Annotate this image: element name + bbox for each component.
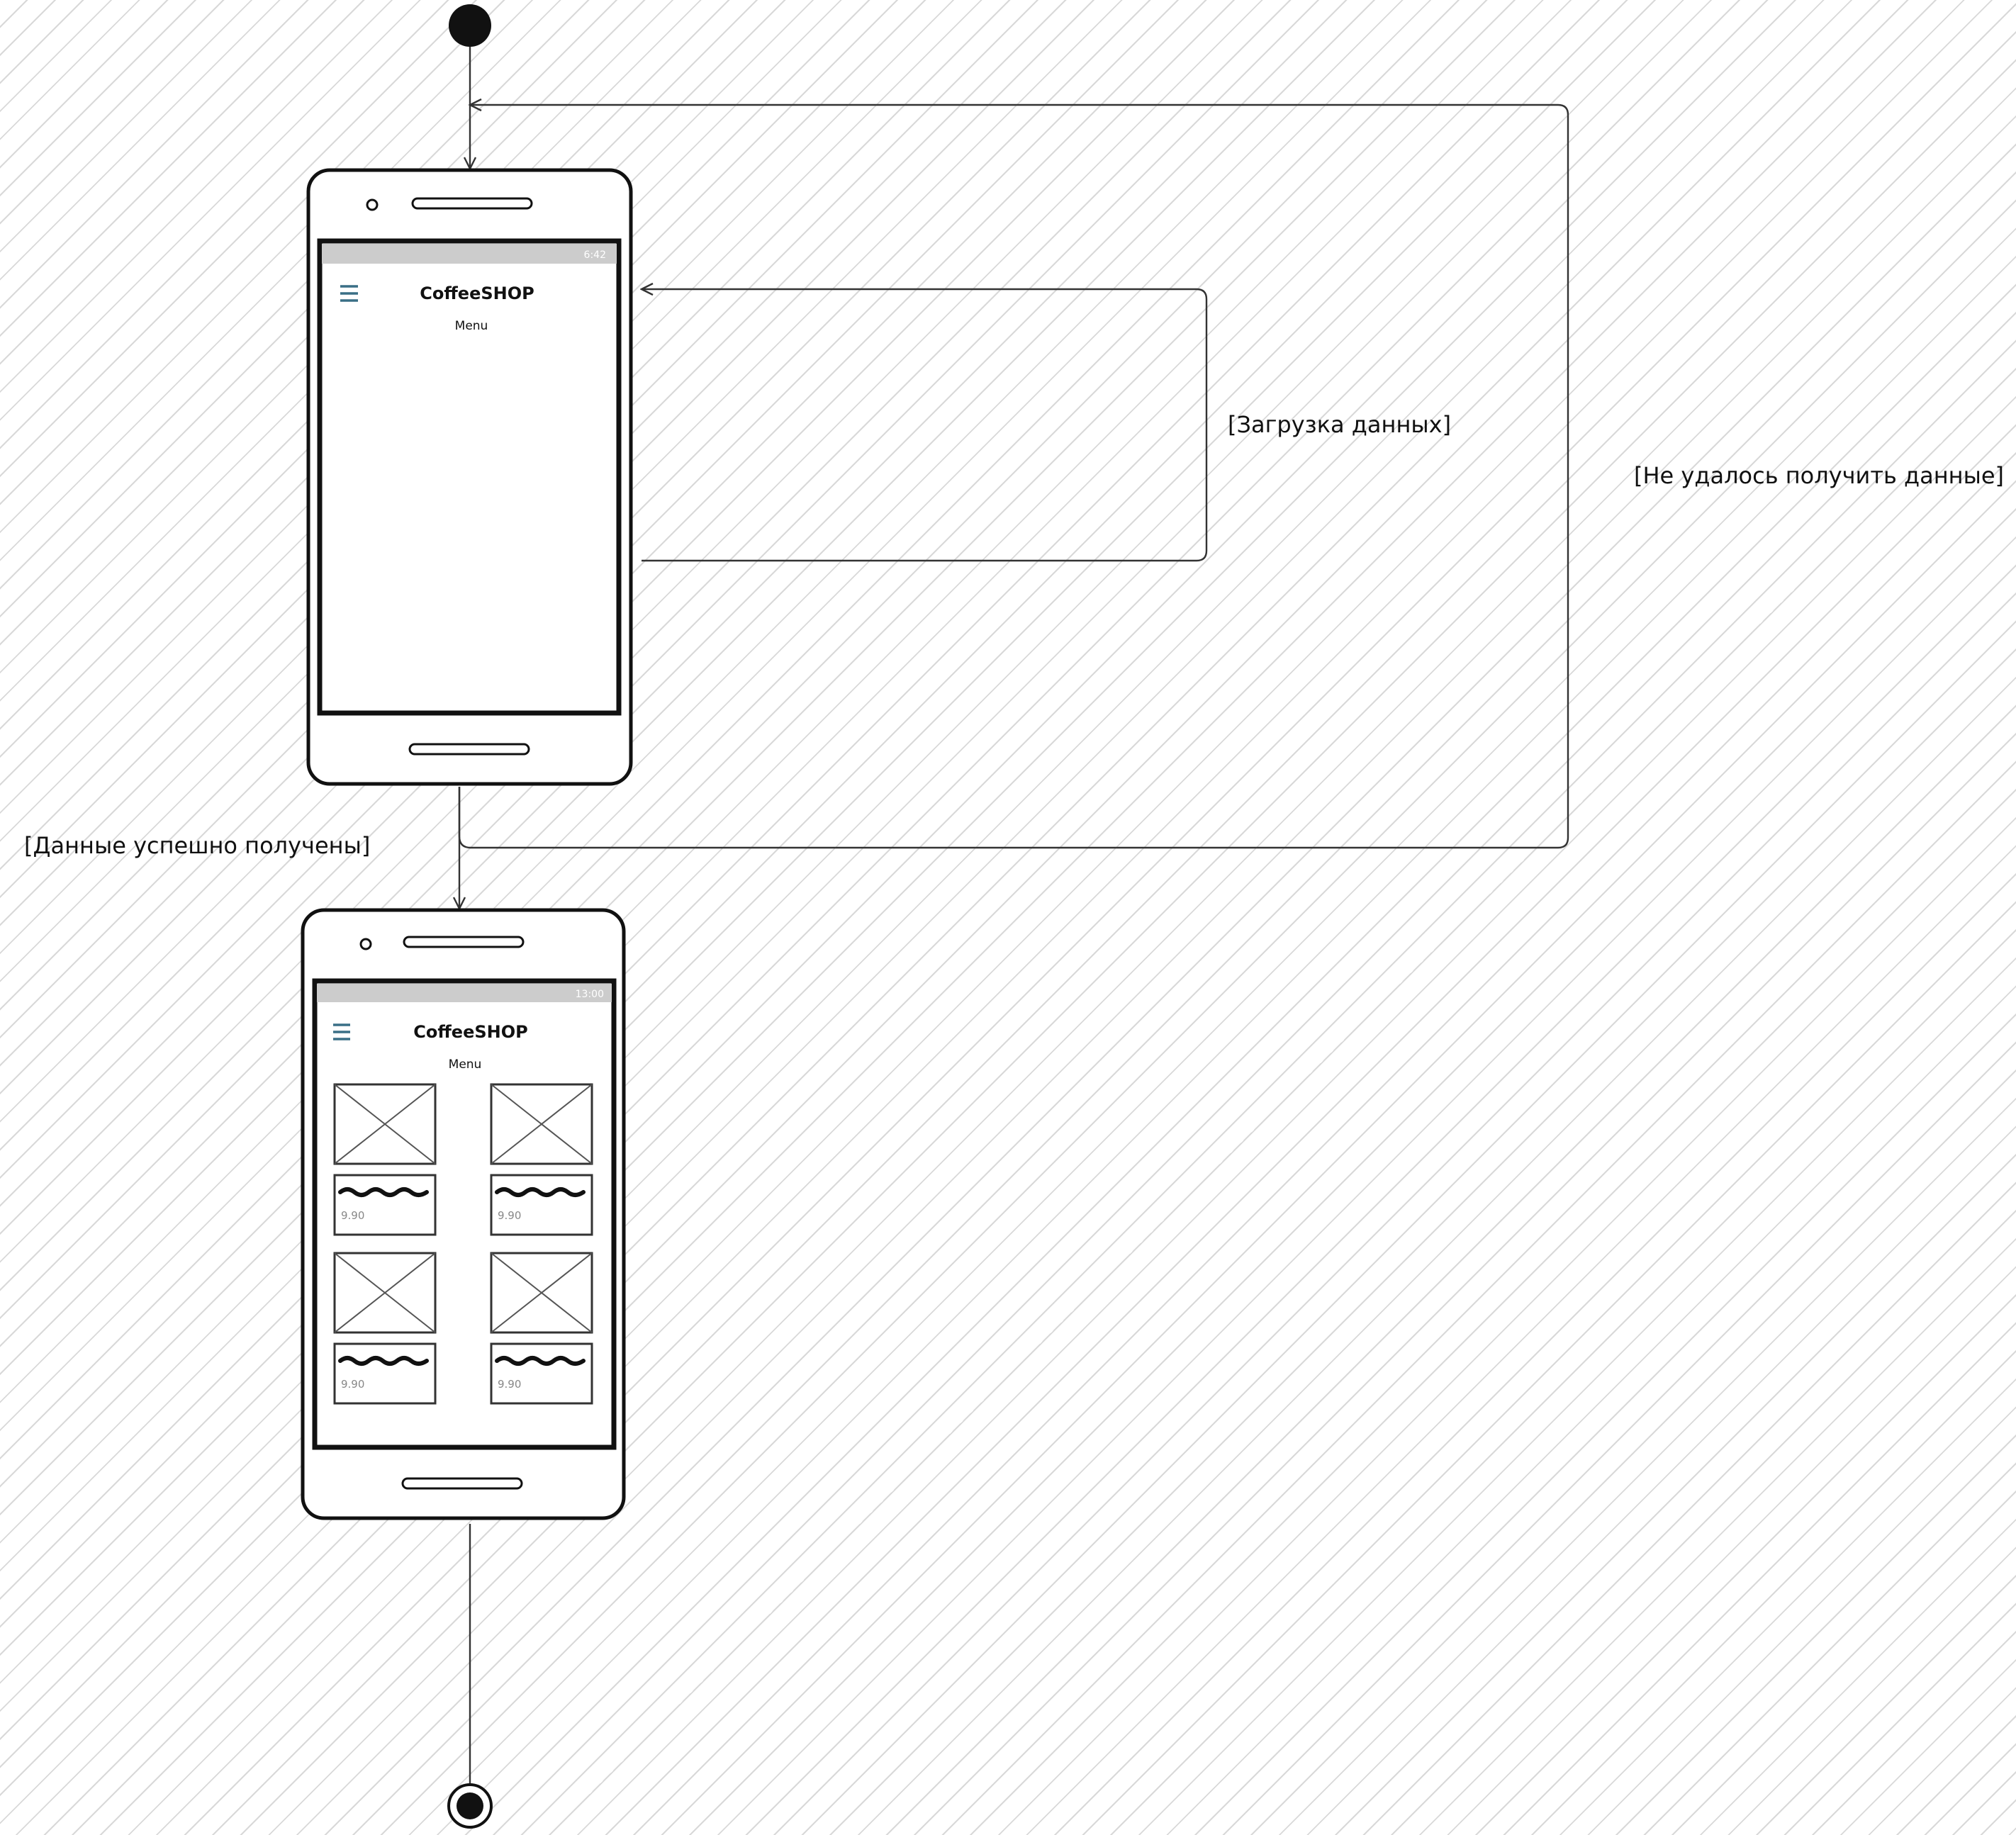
screen-subtitle: Menu xyxy=(455,319,488,333)
product-card[interactable]: 9.90 xyxy=(490,1252,593,1405)
speaker-slot xyxy=(403,936,525,948)
screen-subtitle: Menu xyxy=(449,1057,482,1072)
product-card[interactable]: 9.90 xyxy=(490,1083,593,1236)
app-title: CoffeeSHOP xyxy=(420,284,534,303)
home-button[interactable] xyxy=(401,1477,523,1490)
guard-failed: [Не удалось получить данные] xyxy=(1634,462,2004,489)
initial-node[interactable] xyxy=(449,4,491,47)
hamburger-icon[interactable] xyxy=(340,285,358,302)
guard-loading: [Загрузка данных] xyxy=(1228,411,1451,438)
speaker-slot xyxy=(411,197,533,210)
activity-screen-loading[interactable]: 6:42 CoffeeSHOP Menu xyxy=(306,168,633,786)
status-bar xyxy=(322,244,617,264)
product-card[interactable]: 9.90 xyxy=(333,1252,437,1405)
transition-failed-loop xyxy=(458,105,1569,849)
product-price: 9.90 xyxy=(341,1209,364,1222)
image-placeholder-icon xyxy=(490,1083,593,1165)
guard-success: [Данные успешно получены] xyxy=(24,832,370,859)
activity-screen-menu[interactable]: 13:00 CoffeeSHOP Menu 9.90 xyxy=(301,908,626,1520)
product-card[interactable]: 9.90 xyxy=(333,1083,437,1236)
status-time: 6:42 xyxy=(584,249,606,261)
app-title: CoffeeSHOP xyxy=(413,1022,527,1042)
product-price: 9.90 xyxy=(498,1378,521,1391)
image-placeholder-icon xyxy=(490,1252,593,1334)
status-bar xyxy=(317,984,612,1002)
image-placeholder-icon xyxy=(333,1083,437,1165)
product-price: 9.90 xyxy=(498,1209,521,1222)
home-button[interactable] xyxy=(408,743,530,756)
camera-icon xyxy=(366,198,379,211)
screen-frame xyxy=(317,238,622,716)
transition-loading-loop xyxy=(642,289,1208,562)
image-placeholder-icon xyxy=(333,1252,437,1334)
status-time: 13:00 xyxy=(576,989,604,1000)
final-node[interactable] xyxy=(447,1783,493,1829)
camera-icon xyxy=(359,938,372,950)
hamburger-icon[interactable] xyxy=(333,1023,350,1040)
product-price: 9.90 xyxy=(341,1378,364,1391)
